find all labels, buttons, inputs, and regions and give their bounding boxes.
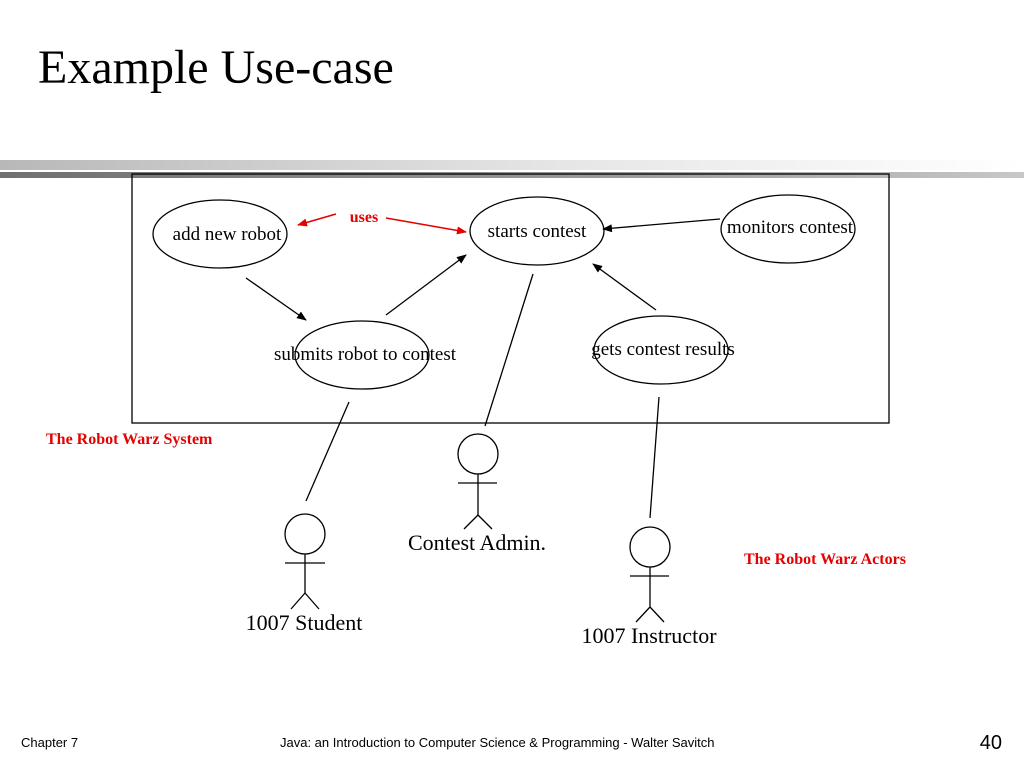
actor-student-figure [284, 513, 326, 610]
use-case-submits-robot-label: submits robot to contest [274, 344, 457, 365]
actor-instructor-label: 1007 Instructor [581, 623, 717, 648]
actor-student-label: 1007 Student [246, 610, 363, 635]
use-case-gets-results: gets contest results [591, 315, 735, 385]
use-case-monitors-contest: monitors contest [720, 194, 856, 264]
use-case-submits-robot: submits robot to contest [274, 320, 457, 390]
uses-arrow-to-starts-contest [385, 217, 467, 235]
system-boundary [131, 173, 890, 424]
footer-chapter: Chapter 7 [21, 735, 79, 750]
arrow-monitors-to-starts [602, 218, 721, 233]
use-case-add-new-robot: add new robot [152, 199, 288, 269]
association-admin [484, 273, 534, 427]
use-case-starts-contest-label: starts contest [488, 221, 587, 242]
use-case-gets-results-label: gets contest results [591, 339, 735, 360]
actor-instructor-figure [629, 526, 671, 623]
footer-book-title: Java: an Introduction to Computer Scienc… [280, 735, 715, 750]
association-student [305, 401, 350, 502]
use-case-starts-contest: starts contest [469, 196, 605, 266]
uses-label: uses [350, 209, 378, 226]
title-divider-light [0, 160, 1024, 170]
uses-arrow-to-add-robot [297, 213, 337, 227]
page-number: 40 [979, 732, 1002, 754]
actor-admin-figure [457, 433, 499, 530]
arrow-add-robot-to-submit [245, 277, 307, 321]
title-divider-dark [0, 172, 1024, 178]
arrow-submit-to-starts [385, 254, 467, 316]
use-case-add-new-robot-label: add new robot [173, 224, 282, 245]
slide-title: Example Use-case [38, 41, 394, 94]
association-instructor [649, 396, 660, 519]
actor-admin-label: Contest Admin. [408, 530, 546, 555]
actors-label: The Robot Warz Actors [744, 551, 906, 568]
arrow-results-to-starts [592, 263, 657, 311]
system-label: The Robot Warz System [46, 431, 213, 448]
use-case-monitors-contest-label: monitors contest [727, 217, 854, 238]
